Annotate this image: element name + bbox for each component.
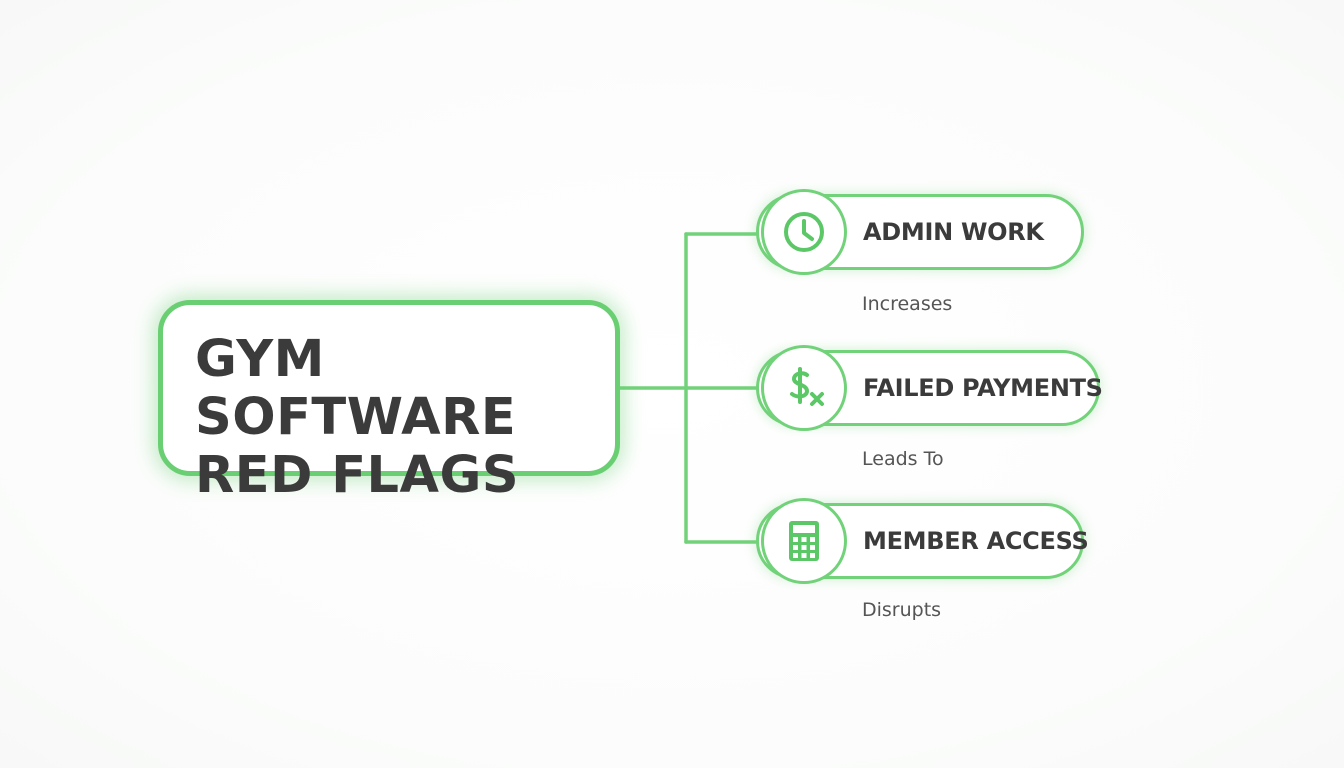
clock-icon <box>784 212 824 252</box>
node-label: FAILED PAYMENTS <box>863 374 1103 402</box>
node-label: MEMBER ACCESS <box>863 527 1089 555</box>
relation-label: Increases <box>862 293 953 315</box>
node-icon-circle <box>761 345 847 431</box>
node-member-access: MEMBER ACCESS <box>756 498 1089 584</box>
calculator-icon <box>789 521 819 561</box>
relation-label: Disrupts <box>862 599 942 621</box>
relation-label: Leads To <box>862 448 944 470</box>
node-icon-circle <box>761 498 847 584</box>
node-admin-work: ADMIN WORK <box>756 189 1084 275</box>
node-failed-payments: FAILED PAYMENTS <box>756 345 1103 431</box>
dollar-x-icon <box>790 367 824 406</box>
node-label: ADMIN WORK <box>863 218 1044 246</box>
main-topic-box: GYM SOFTWARE RED FLAGS <box>158 300 620 505</box>
main-title: GYM SOFTWARE RED FLAGS <box>195 330 520 505</box>
node-icon-circle <box>761 189 847 275</box>
